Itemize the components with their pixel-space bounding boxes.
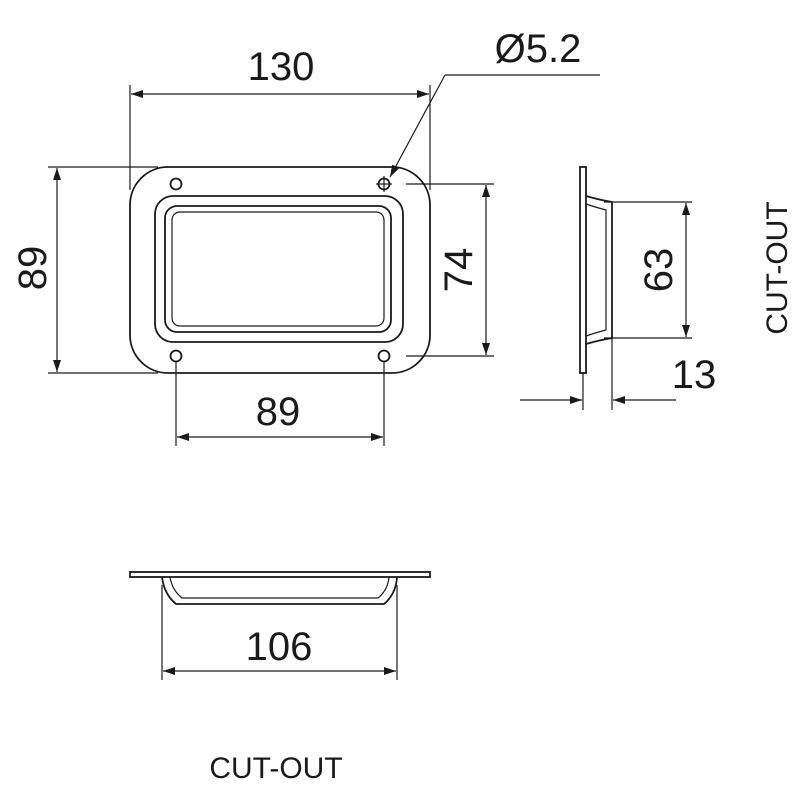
bottom-cutout-label: 106 xyxy=(246,625,313,669)
mounting-hole-top-left xyxy=(169,177,183,191)
mounting-hole-bottom-right xyxy=(377,349,391,363)
width-label: 130 xyxy=(248,45,315,89)
bottom-recess-profile xyxy=(161,576,398,605)
bottom-view: 106 CUT-OUT xyxy=(129,571,431,785)
hole-vertical-spacing-label: 74 xyxy=(437,248,481,293)
mounting-hole-bottom-left xyxy=(169,349,183,363)
recess-outer xyxy=(154,195,404,343)
bottom-flange xyxy=(129,571,431,578)
side-flange xyxy=(579,166,587,374)
hole-diameter-leader xyxy=(389,74,446,178)
recess-bottom xyxy=(171,211,385,327)
flange-outline xyxy=(129,166,431,374)
top-view: 130 89 74 89 Ø5.2 xyxy=(11,27,600,446)
bottom-cutout-caption: CUT-OUT xyxy=(209,752,342,785)
hole-diameter-label: Ø5.2 xyxy=(495,27,582,71)
side-cutout-label: 63 xyxy=(637,248,681,293)
depth-label: 13 xyxy=(672,353,717,397)
side-view: 63 13 CUT-OUT xyxy=(520,166,794,410)
recess-inner xyxy=(164,205,392,333)
height-label: 89 xyxy=(11,246,55,291)
hole-spacing-label: 89 xyxy=(256,390,301,434)
side-recess-profile xyxy=(585,195,613,345)
side-cutout-caption: CUT-OUT xyxy=(761,201,794,334)
